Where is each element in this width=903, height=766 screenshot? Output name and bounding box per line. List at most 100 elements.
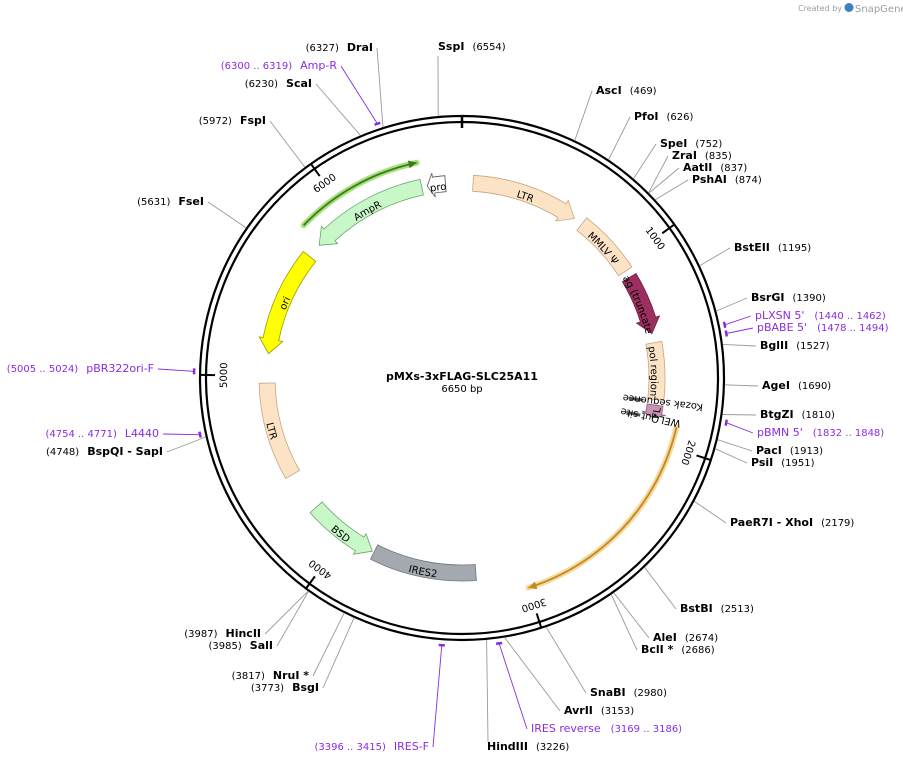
feature-label-text: ori <box>278 295 293 311</box>
feature-label: LTR <box>515 189 535 205</box>
enzyme-leader-line <box>716 297 748 312</box>
primer-leader-line <box>340 65 378 124</box>
enzyme-site-pshai[interactable]: PshAI(874) <box>655 173 762 201</box>
plasmid-name: pMXs-3xFLAG-SLC25A11 <box>386 370 538 383</box>
primer-site-pbmn-5[interactable]: pBMN 5'(1832 .. 1848) <box>724 419 885 439</box>
enzyme-label: BglII(1527) <box>760 339 830 352</box>
enzyme-site-bglii[interactable]: BglII(1527) <box>722 339 830 352</box>
primer-range: (4754 .. 4771) <box>45 429 117 440</box>
enzyme-leader-line <box>644 567 677 610</box>
enzyme-site-snabi[interactable]: SnaBI (2980) <box>545 626 667 699</box>
enzyme-site-zrai[interactable]: ZraI(835) <box>648 149 732 193</box>
enzyme-site-bsteii[interactable]: BstEII(1195) <box>699 241 811 266</box>
enzyme-site-sspi[interactable]: SspI(6554) <box>437 40 506 117</box>
enzyme-name: AatII <box>683 161 712 174</box>
enzyme-name: PacI <box>756 444 782 457</box>
enzyme-label: PaeR7I - XhoI(2179) <box>730 516 854 529</box>
ruler-tick-label: 4000 <box>307 557 334 581</box>
enzyme-site-nrui[interactable]: (3817) NruI * <box>232 612 345 682</box>
enzyme-position: (2674) <box>685 633 718 644</box>
enzyme-name: NruI * <box>273 669 309 682</box>
enzyme-site-aatii[interactable]: AatII(837) <box>648 161 747 194</box>
primer-label: pLXSN 5'(1440 .. 1462) <box>755 309 886 322</box>
enzyme-site-paci[interactable]: PacI (1913) <box>717 439 823 457</box>
enzyme-site-bspqi-sapi[interactable]: (4748)BspQI - SapI <box>46 436 206 458</box>
enzyme-site-drai[interactable]: (6327)DraI <box>306 41 384 128</box>
primer-site-amp-r[interactable]: (6300 .. 6319)Amp-R <box>221 59 381 126</box>
primer-site-pbr322ori-f[interactable]: (5005 .. 5024)pBR322ori-F <box>7 362 196 375</box>
plasmid-center-label: pMXs-3xFLAG-SLC25A11 6650 bp <box>386 370 538 395</box>
enzyme-label: SnaBI (2980) <box>590 686 667 699</box>
enzyme-site-hindiii[interactable]: HindIII(3226) <box>486 639 570 753</box>
enzyme-site-alei[interactable]: AleI (2674) <box>613 592 718 644</box>
primer-site-ires-f[interactable]: (3396 .. 3415)IRES-F <box>314 643 445 753</box>
primer-site-plxsn-5[interactable]: pLXSN 5'(1440 .. 1462) <box>722 309 886 329</box>
enzyme-site-fspi[interactable]: (5972)FspI <box>199 114 306 168</box>
enzyme-name: SnaBI <box>590 686 626 699</box>
enzyme-site-asci[interactable]: AscI(469) <box>574 84 657 141</box>
enzyme-site-fsei[interactable]: (5631)FseI <box>137 195 247 229</box>
orf-arrowhead <box>407 160 417 169</box>
enzyme-leader-line <box>608 116 631 160</box>
orf-arrowhead <box>528 581 538 590</box>
enzyme-site-bsrgi[interactable]: BsrGI(1390) <box>716 291 826 312</box>
primer-leader-line <box>724 315 752 326</box>
enzyme-position: (1390) <box>792 293 825 304</box>
enzyme-name: SpeI <box>660 137 687 150</box>
enzyme-site-paer7i-xhoi[interactable]: PaeR7I - XhoI(2179) <box>694 500 854 529</box>
enzyme-label: PshAI(874) <box>692 173 762 186</box>
feature-label-text: pol region <box>645 346 659 397</box>
primer-bar <box>374 121 381 126</box>
enzyme-label: PacI (1913) <box>756 444 823 457</box>
enzyme-site-bstbi[interactable]: BstBI(2513) <box>644 567 754 615</box>
enzyme-site-bcli[interactable]: BclI *(2686) <box>610 594 715 657</box>
primer-label: (3396 .. 3415)IRES-F <box>314 740 429 753</box>
feature-ori <box>258 250 317 355</box>
snapgene-credit: Created by SnapGene <box>798 3 903 15</box>
enzyme-site-bsgi[interactable]: (3773)BsgI <box>251 617 355 694</box>
feature-ltr <box>258 382 301 479</box>
primer-site-pbabe-5[interactable]: pBABE 5'(1478 .. 1494) <box>724 321 889 337</box>
enzyme-site-scai[interactable]: (6230)ScaI <box>245 77 361 136</box>
enzyme-site-spei[interactable]: SpeI(752) <box>633 137 723 179</box>
feature-ires2 <box>369 544 477 582</box>
enzyme-position: (1527) <box>796 341 829 352</box>
feature-pol-region <box>645 340 666 401</box>
feature-ampr-promoter <box>426 173 447 198</box>
enzyme-name: FseI <box>178 195 204 208</box>
credit-prefix: Created by <box>798 4 842 13</box>
enzyme-name: AleI <box>653 631 677 644</box>
enzyme-position: (1810) <box>802 410 835 421</box>
enzyme-leader-line <box>376 47 384 128</box>
enzyme-site-hincii[interactable]: (3987)HincII <box>184 590 309 640</box>
enzyme-position: (3817) <box>232 671 265 682</box>
enzyme-leader-line <box>694 500 727 524</box>
enzyme-position: (874) <box>735 175 762 186</box>
enzyme-site-agei[interactable]: AgeI(1690) <box>724 379 831 392</box>
enzyme-label: (3773)BsgI <box>251 681 319 694</box>
feature-ampr <box>318 178 424 246</box>
enzyme-name: BstEII <box>734 241 770 254</box>
enzyme-site-btgzi[interactable]: BtgZI(1810) <box>722 408 835 421</box>
enzyme-leader-line <box>264 590 309 635</box>
enzyme-position: (3987) <box>184 629 217 640</box>
enzyme-leader-line <box>715 448 748 464</box>
enzyme-label: AatII(837) <box>683 161 747 174</box>
enzyme-label: BstEII(1195) <box>734 241 811 254</box>
primer-leader-line <box>162 433 201 436</box>
enzyme-position: (4748) <box>46 447 79 458</box>
enzyme-site-pfoi[interactable]: PfoI(626) <box>608 110 694 160</box>
enzyme-position: (1913) <box>790 446 823 457</box>
primer-site-ires-reverse[interactable]: IRES reverse(3169 .. 3186) <box>495 641 682 735</box>
enzyme-leader-line <box>655 179 689 201</box>
primer-site-l4440[interactable]: (4754 .. 4771)L4440 <box>45 427 202 440</box>
enzyme-site-avrii[interactable]: AvrII(3153) <box>504 637 635 718</box>
enzyme-position: (3985) <box>209 641 242 652</box>
ruler-tick <box>696 454 712 462</box>
enzyme-position: (2980) <box>634 688 667 699</box>
enzyme-site-sali[interactable]: (3985)SalI <box>209 591 309 653</box>
enzyme-leader-line <box>717 439 753 452</box>
enzyme-site-psii[interactable]: PsiI(1951) <box>715 448 815 469</box>
enzyme-leader-line <box>322 617 355 689</box>
enzyme-label: AvrII(3153) <box>564 704 634 717</box>
